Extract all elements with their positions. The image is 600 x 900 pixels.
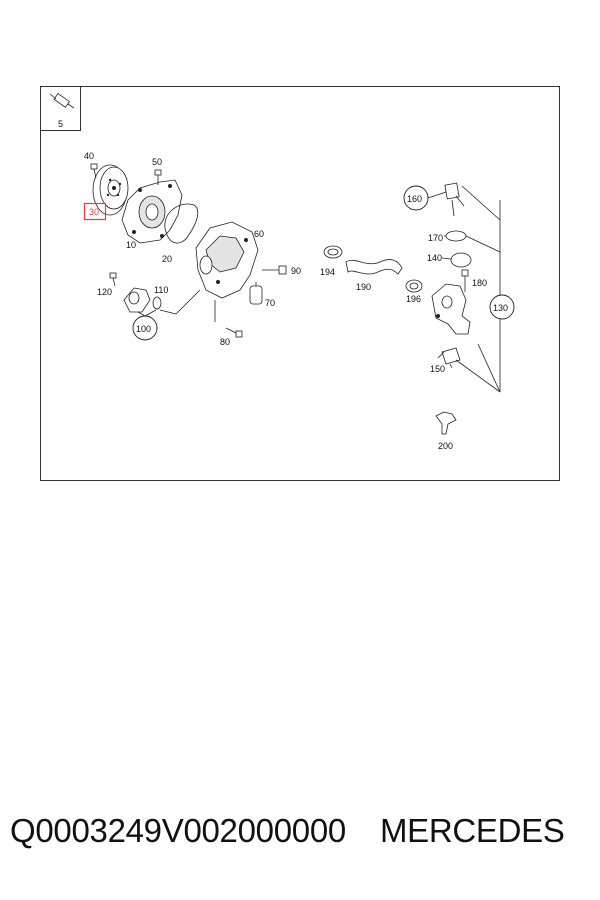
clamp-196-icon — [405, 279, 423, 293]
part-140-icon — [450, 252, 472, 268]
coolant-flange-icon — [431, 283, 471, 335]
label-130: 130 — [493, 303, 508, 313]
bolt-50-icon — [154, 169, 162, 185]
bracket-150-icon — [437, 347, 461, 365]
label-60: 60 — [254, 229, 264, 239]
footer-caption: Q0003249V002000000 MERCEDES — [10, 812, 595, 850]
label-196: 196 — [406, 294, 421, 304]
label-150: 150 — [430, 364, 445, 374]
part-code: Q0003249V002000000 — [10, 812, 346, 849]
label-170: 170 — [428, 233, 443, 243]
label-80: 80 — [220, 337, 230, 347]
parts-diagram: 5 40 30 50 10 20 — [40, 86, 560, 481]
label-180: 180 — [472, 278, 487, 288]
gasket-ring-icon — [164, 203, 199, 244]
screw-180-icon — [461, 269, 469, 292]
bolt-120-icon — [109, 272, 117, 287]
part-5-sensor-icon — [49, 92, 75, 109]
diagram-frame — [40, 86, 560, 481]
label-194: 194 — [320, 267, 335, 277]
part-70-icon — [249, 282, 263, 305]
label-40: 40 — [84, 151, 94, 161]
clamp-194-icon — [323, 245, 343, 259]
clip-200-icon — [435, 411, 457, 435]
o-ring-170-icon — [445, 230, 467, 242]
label-190: 190 — [356, 282, 371, 292]
bolt-80-icon — [214, 300, 243, 338]
label-10: 10 — [126, 240, 136, 250]
fitting-100-icon — [123, 287, 151, 313]
hose-190-icon — [345, 259, 403, 275]
o-ring-110-icon — [152, 296, 162, 310]
sensor-160-icon — [444, 182, 465, 217]
leader-lines — [137, 185, 501, 393]
pulley-icon — [92, 164, 129, 216]
brand-name: MERCEDES — [379, 812, 565, 849]
label-100: 100 — [136, 324, 151, 334]
bolt-90-icon — [262, 265, 287, 275]
leader-110 — [159, 309, 177, 315]
inset-box-5 — [40, 86, 81, 131]
label-160: 160 — [407, 194, 422, 204]
thermostat-housing-icon — [195, 221, 259, 299]
label-30-highlight — [83, 202, 107, 221]
bolt-40-icon — [90, 163, 98, 179]
label-140: 140 — [427, 253, 442, 263]
label-70: 70 — [265, 298, 275, 308]
label-200: 200 — [438, 441, 453, 451]
label-20: 20 — [162, 254, 172, 264]
label-110: 110 — [154, 285, 168, 295]
label-5: 5 — [58, 119, 63, 129]
callout-130 — [489, 294, 515, 320]
label-30: 30 — [89, 207, 99, 217]
label-90: 90 — [291, 266, 301, 276]
label-120: 120 — [97, 287, 112, 297]
water-pump-icon — [121, 179, 183, 244]
label-50: 50 — [152, 157, 162, 167]
